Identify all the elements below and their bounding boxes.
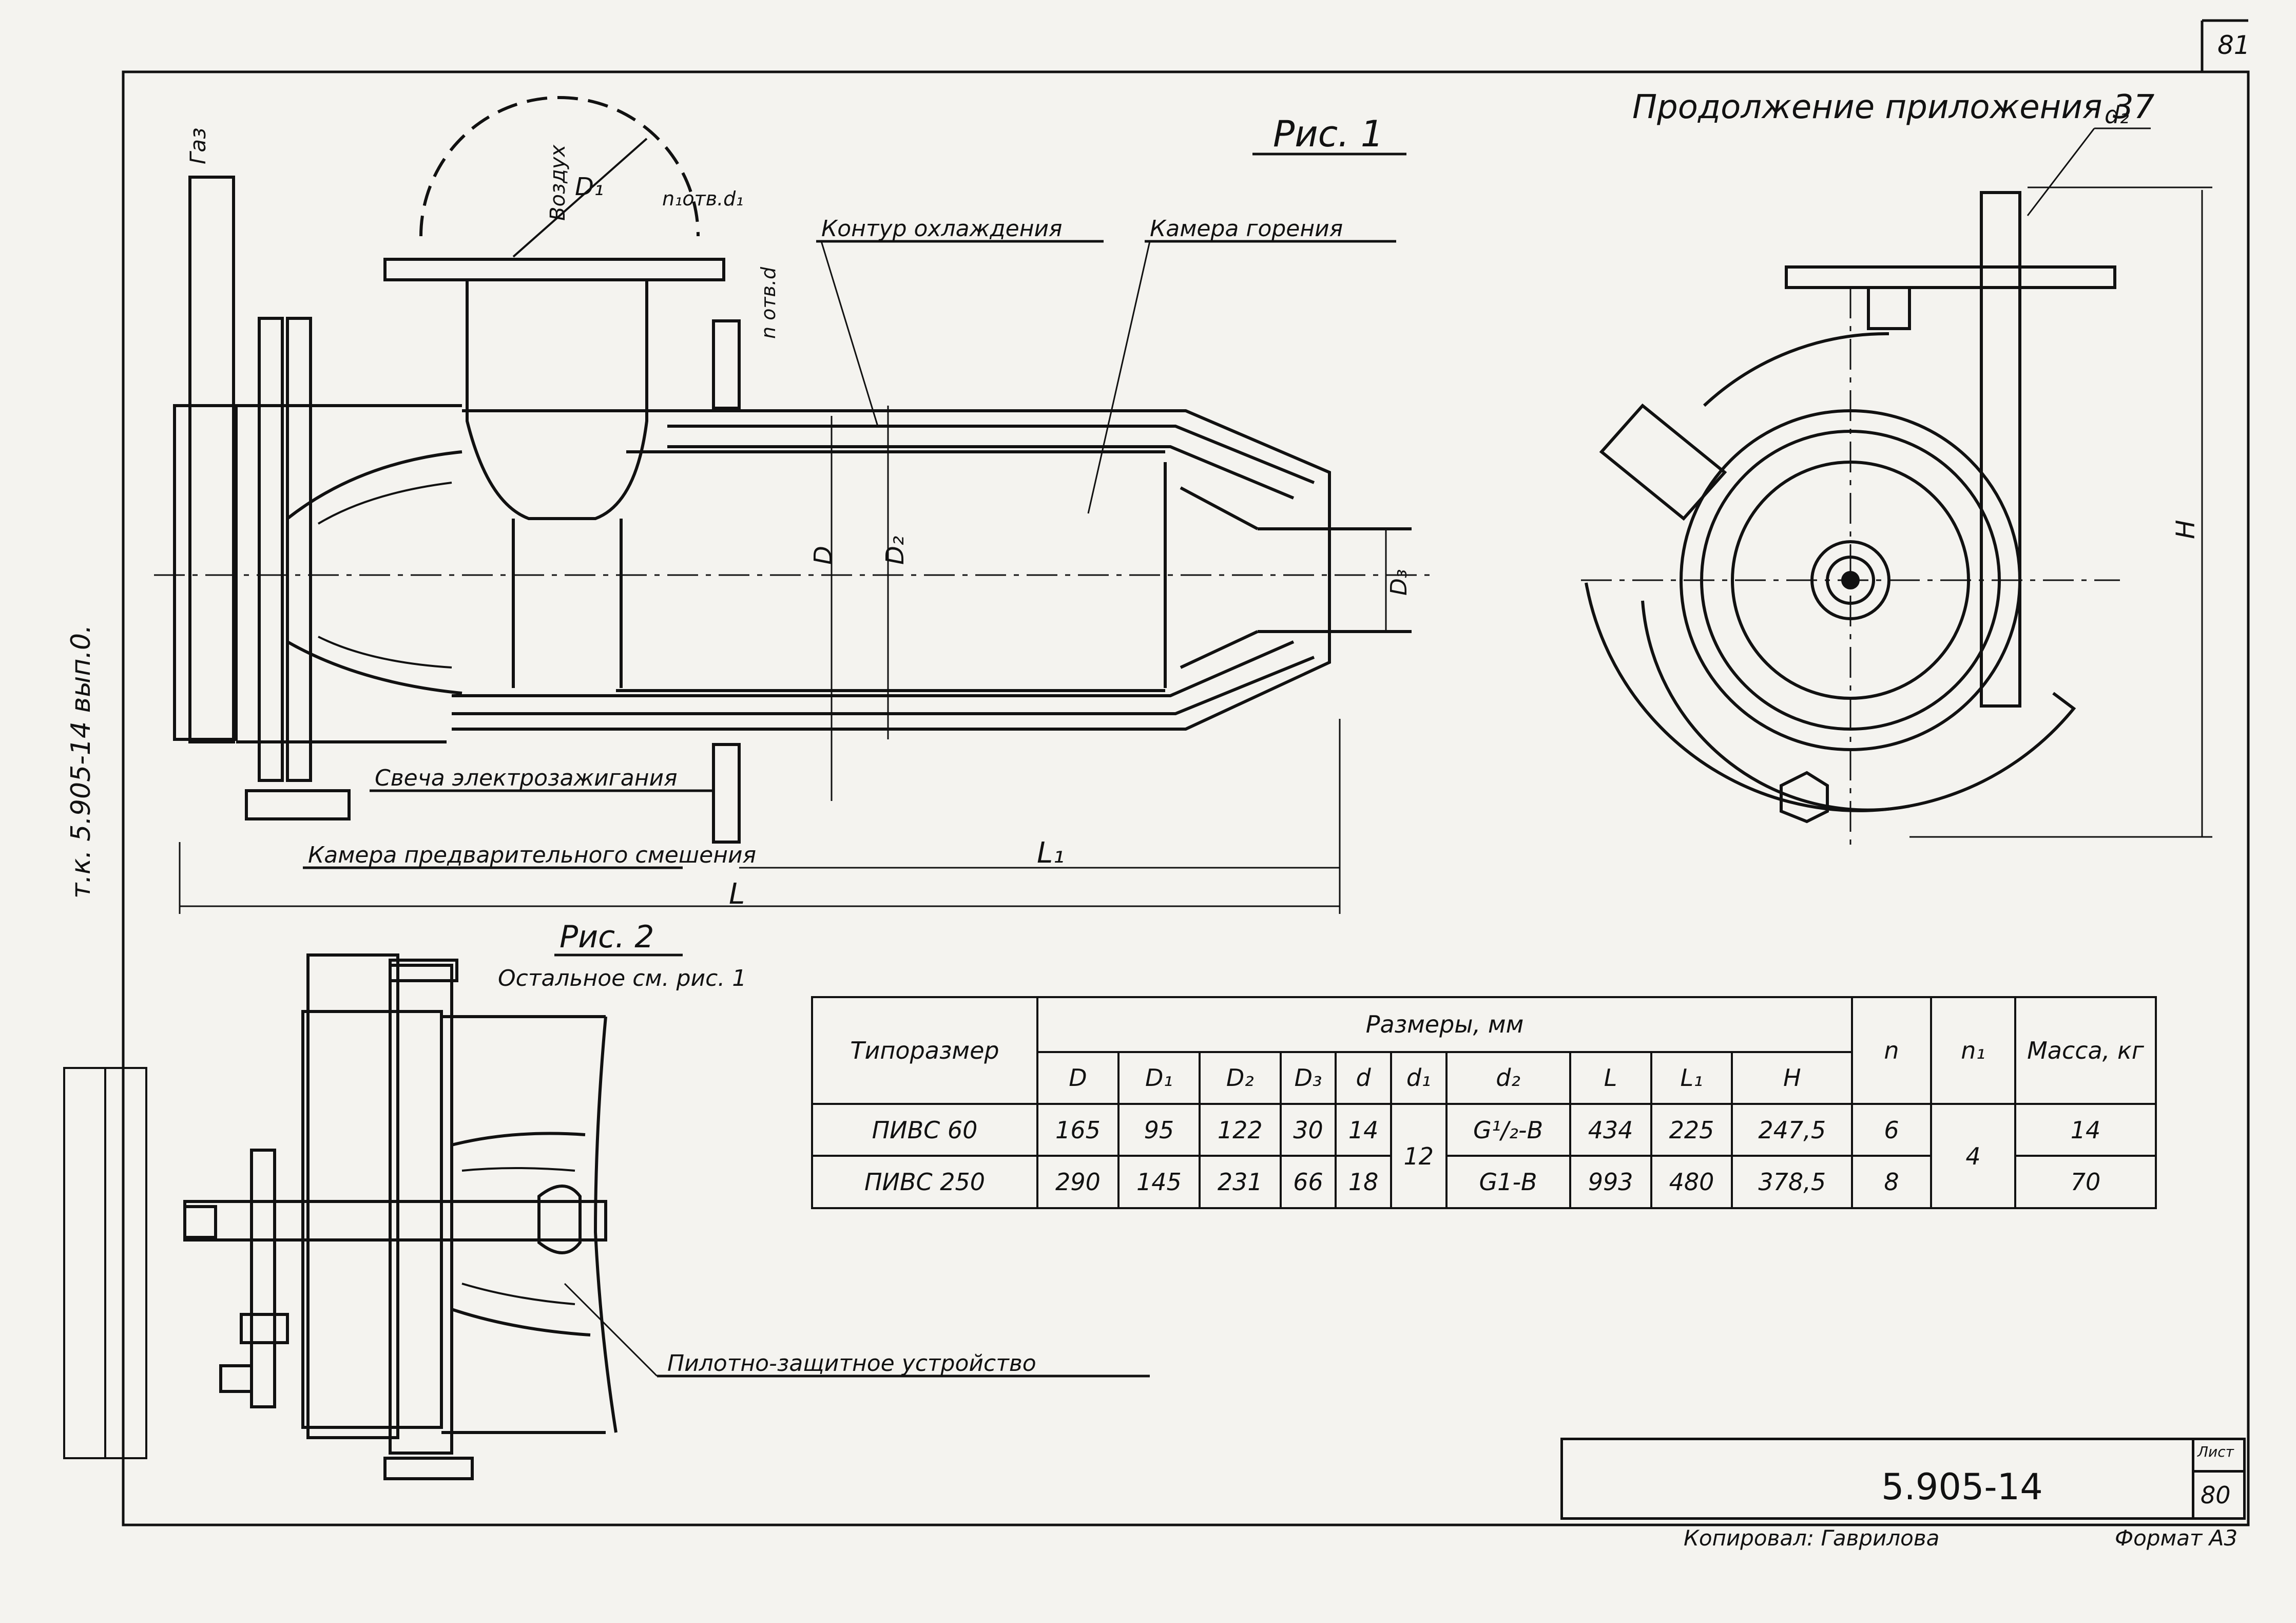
header-H: H [1731,1051,1853,1105]
header-D3: D₃ [1279,1051,1337,1105]
fig1-leaders [303,152,1406,869]
document-code: 5.905-14 [1881,1466,2043,1508]
cell-n: 8 [1851,1155,1932,1209]
cell-L: 434 [1569,1103,1652,1157]
header-D: D [1036,1051,1120,1105]
cell-D3: 66 [1279,1155,1337,1209]
dim-L1-label: L₁ [1037,836,1065,870]
title-stamp: 5.905-14 Лист 80 [1560,1438,2246,1520]
row-name: ПИВС 60 [811,1103,1038,1157]
fig1-burner-section [154,96,1437,914]
side-series-label: т.к. 5.905-14 вып.0. [66,625,97,899]
sheet-label: Лист [2197,1443,2234,1460]
fig2-title: Рис. 2 [559,919,654,955]
pilot-device-label: Пилотно-защитное устройство [667,1350,1036,1377]
cell-L: 993 [1569,1155,1652,1209]
combustion-chamber-label: Камера горения [1150,216,1343,242]
header-dimensions-group: Размеры, мм [1036,996,1853,1053]
header-d: d [1335,1051,1392,1105]
premix-chamber-label: Камера предварительного смешения [308,842,756,868]
spark-plug-label: Свеча электрозажигания [375,765,678,791]
cell-D2: 122 [1198,1103,1282,1157]
cell-L1: 225 [1650,1103,1733,1157]
cell-d2: G¹/₂-B [1445,1103,1571,1157]
sheet-number-top: 81 [2217,30,2250,60]
cell-D1: 95 [1117,1103,1201,1157]
left-registration-box [63,1067,147,1459]
cell-mass: 14 [2014,1103,2157,1157]
cell-D3: 30 [1279,1103,1337,1157]
cell-d: 18 [1335,1155,1392,1209]
cell-D: 165 [1036,1103,1120,1157]
cell-H: 378,5 [1731,1155,1853,1209]
cell-n1-shared: 4 [1930,1103,2016,1209]
d2-label: d₂ [2105,101,2129,129]
cell-D2: 231 [1198,1155,1282,1209]
cell-D1: 145 [1117,1155,1201,1209]
cell-L1: 480 [1650,1155,1733,1209]
header-D2: D₂ [1198,1051,1282,1105]
cell-n: 6 [1851,1103,1932,1157]
n-holes-label: n отв.d [757,266,780,339]
cooling-contour-label: Контур охлаждения [821,216,1063,242]
n1-holes-label: n₁отв.d₁ [662,187,744,210]
fig1-title: Рис. 1 [1273,113,1383,155]
cell-mass: 70 [2014,1155,2157,1209]
dim-L-label: L [729,877,745,911]
fig2-pilot-detail [183,953,1150,1480]
dim-H-label: H [2171,520,2201,539]
cell-d: 14 [1335,1103,1392,1157]
footer-format: Формат А3 [2115,1525,2237,1551]
cell-d2: G1-B [1445,1155,1571,1209]
dim-D2-label: D₂ [881,536,910,565]
table-row: ПИВС 250 290 145 231 66 18 G1-B 993 480 … [811,1155,2157,1209]
header-D1: D₁ [1117,1051,1201,1105]
cell-H: 247,5 [1731,1103,1853,1157]
dim-D3-label: D₃ [1386,569,1412,596]
dim-D-label: D [809,546,838,565]
side-view [1581,127,2212,847]
footer-copied: Копировал: Гаврилова [1684,1525,1939,1551]
sheet-number: 80 [2201,1481,2231,1509]
cell-D: 290 [1036,1155,1120,1209]
table-row: ПИВС 60 165 95 122 30 14 12 G¹/₂-B 434 2… [811,1103,2157,1209]
cell-d1-shared: 12 [1390,1103,1448,1209]
fig2-note: Остальное см. рис. 1 [498,965,746,991]
sheet-cell: Лист 80 [2192,1440,2243,1517]
sheet-frame [122,19,2250,1526]
header-d2: d₂ [1445,1051,1571,1105]
header-L1: L₁ [1650,1051,1733,1105]
header-n1: n₁ [1930,996,2016,1105]
continuation-title: Продолжение приложения 37 [1632,88,2155,126]
sheet-divider [2194,1470,2243,1473]
gas-label: Газ [185,128,210,164]
header-n: n [1851,996,1932,1105]
d1-label: D₁ [575,173,604,201]
row-name: ПИВС 250 [811,1155,1038,1209]
dimensions-table: Типоразмер Размеры, мм n n₁ Масса, кг D … [811,996,2157,1209]
header-type: Типоразмер [811,996,1038,1105]
header-d1: d₁ [1390,1051,1448,1105]
header-L: L [1569,1051,1652,1105]
air-label: Воздух [546,144,570,221]
header-mass: Масса, кг [2014,996,2157,1105]
